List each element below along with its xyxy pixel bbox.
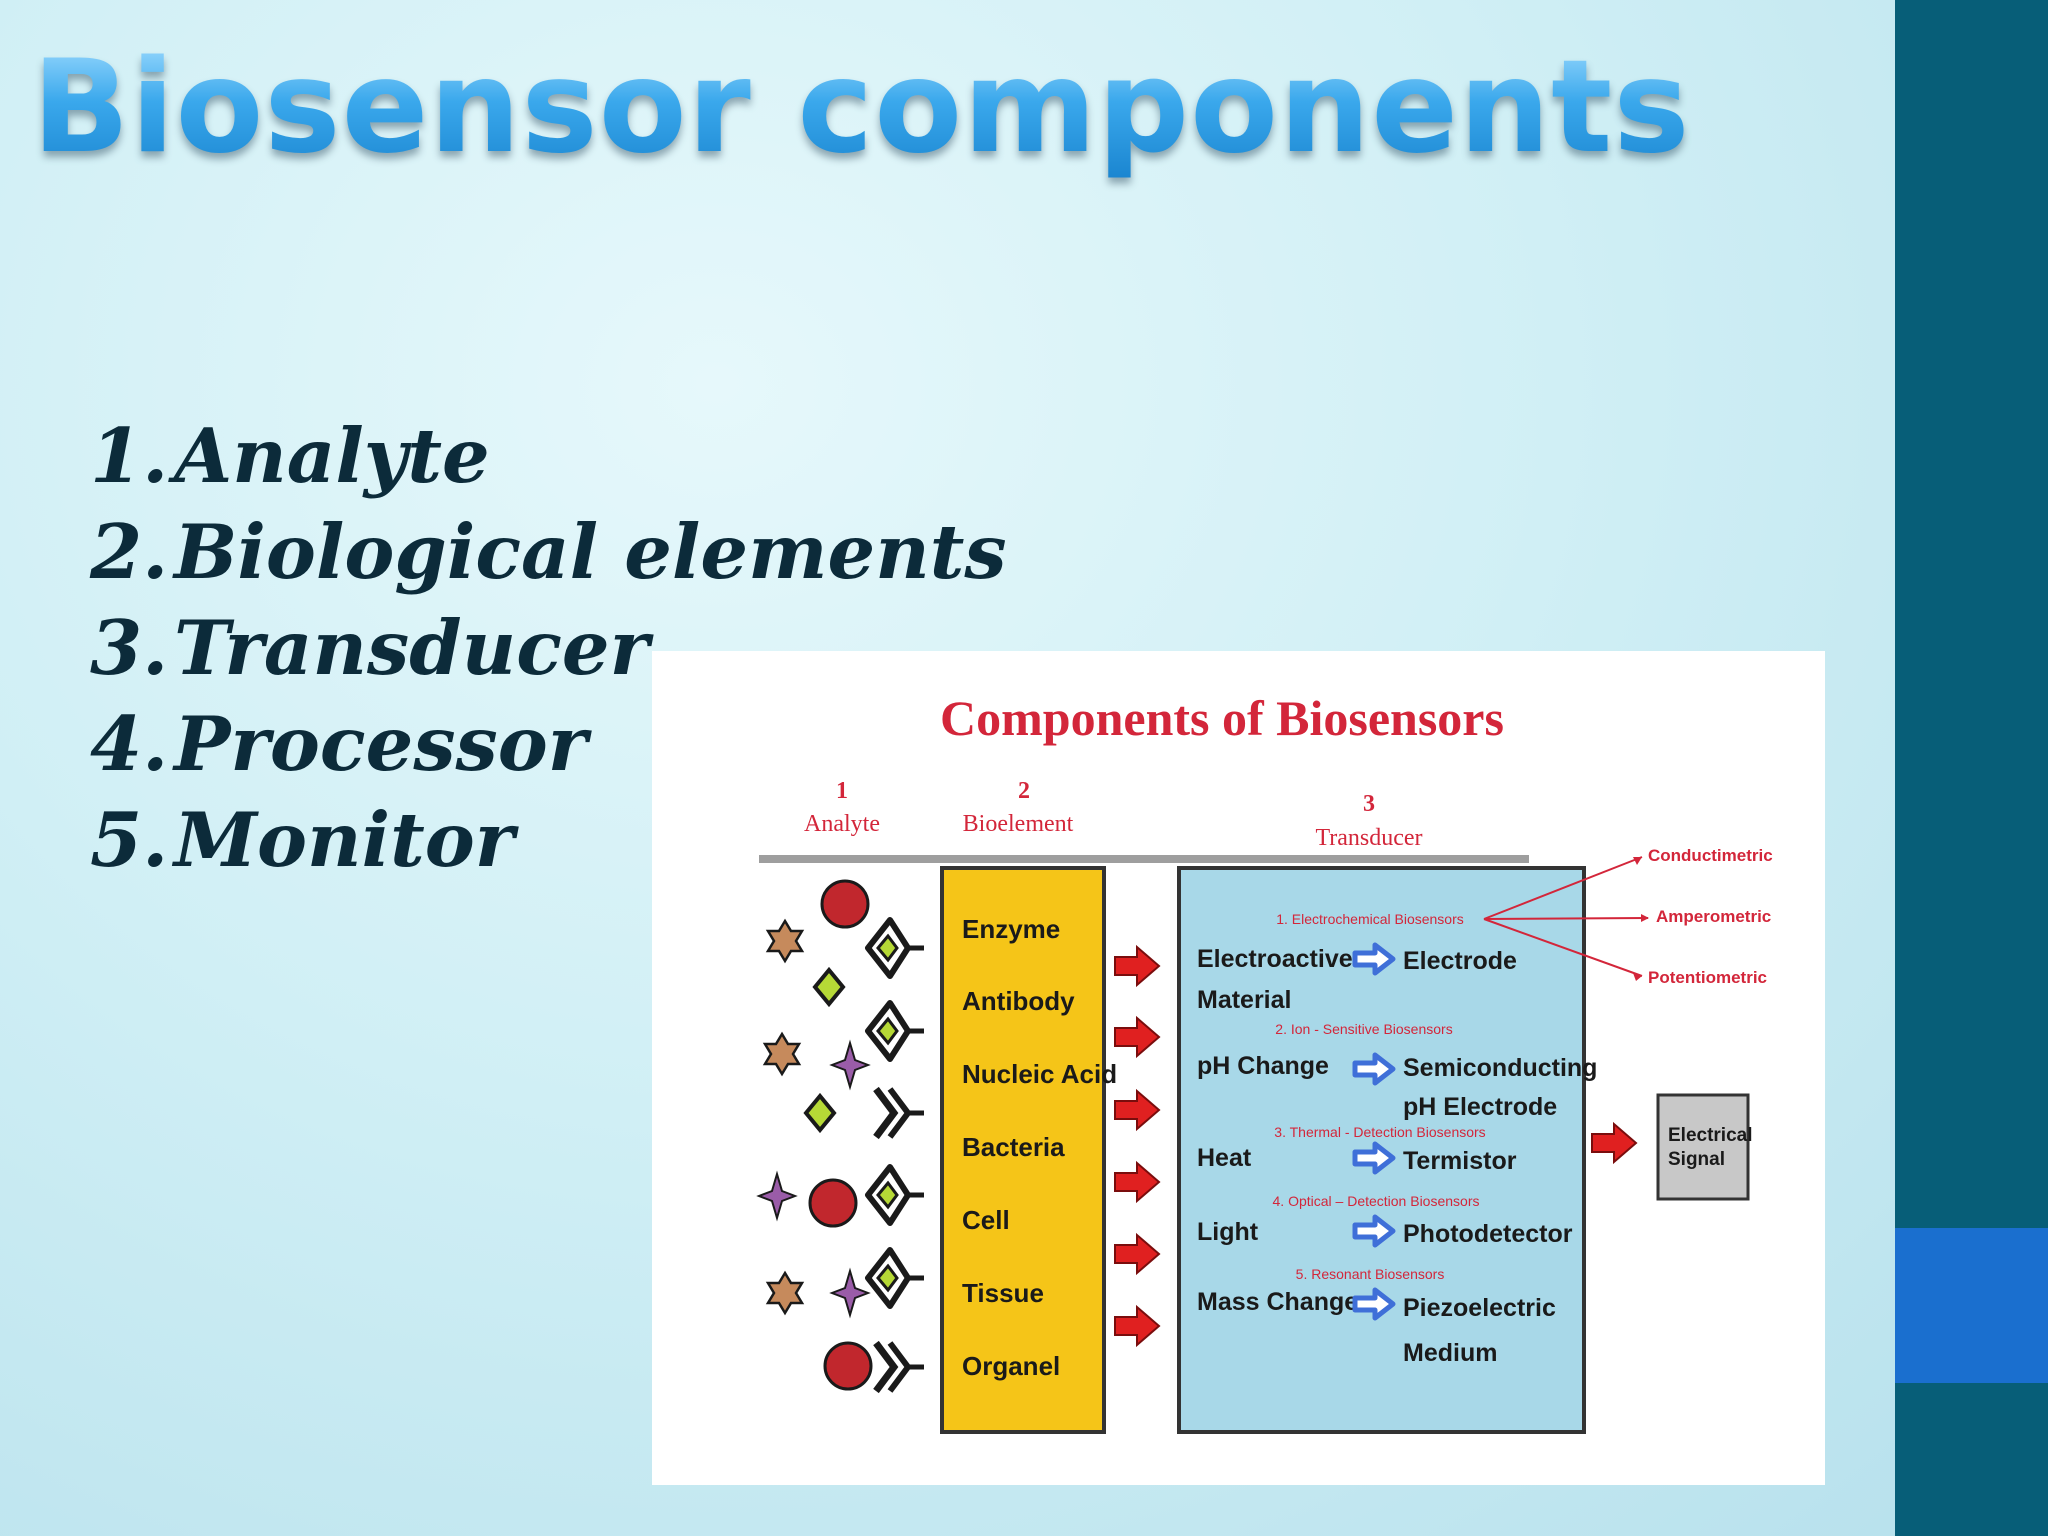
list-label: Processor xyxy=(174,700,588,788)
col2-label: Bioelement xyxy=(963,811,1074,837)
analyte-star4 xyxy=(831,1042,869,1088)
red-arrow-icon xyxy=(1114,946,1160,986)
analyte-circle xyxy=(820,879,870,929)
section-electrochemical: 1. Electrochemical Biosensors xyxy=(1276,911,1464,927)
input-label: pH Change xyxy=(1197,1052,1329,1080)
electrochemical-branches xyxy=(1483,856,1649,977)
list-item: 1.Analyte xyxy=(90,408,1007,504)
analyte-diamond xyxy=(813,968,845,1006)
red-arrow-icon xyxy=(1114,1090,1160,1130)
list-number: 5. xyxy=(90,796,169,884)
col1-label: Analyte xyxy=(804,811,880,837)
red-arrow-icon xyxy=(1114,1162,1160,1202)
analyte-shapes xyxy=(758,879,873,1391)
list-number: 4. xyxy=(90,700,169,788)
input-label: Material xyxy=(1197,986,1291,1014)
list-label: Analyte xyxy=(174,412,490,500)
output-label: Termistor xyxy=(1403,1147,1517,1175)
bioelement-label: Nucleic Acid xyxy=(962,1059,1117,1089)
biosensor-diagram-figure: Components of Biosensors 1 Analyte 2 Bio… xyxy=(652,651,1825,1485)
component-list: 1.Analyte 2.Biological elements 3.Transd… xyxy=(90,408,1007,888)
analyte-circle xyxy=(823,1341,873,1391)
electrochemical-type: Conductimetric xyxy=(1648,846,1773,865)
red-arrow-icon xyxy=(1114,1306,1160,1346)
electrochemical-type: Potentiometric xyxy=(1648,968,1767,987)
signal-label: Electrical xyxy=(1668,1125,1753,1146)
analyte-star xyxy=(763,1032,801,1076)
analyte-star xyxy=(766,1271,804,1315)
receptor xyxy=(868,1003,924,1059)
bioelement-box xyxy=(940,866,1106,1434)
red-arrow-icon xyxy=(1114,1234,1160,1274)
branch-arrowhead-icon xyxy=(1633,973,1642,981)
output-label: Electrode xyxy=(1403,947,1517,975)
list-number: 2. xyxy=(90,508,169,596)
section-optical: 4. Optical – Detection Biosensors xyxy=(1273,1193,1480,1209)
red-arrows xyxy=(1114,946,1160,1346)
right-accent-block xyxy=(1895,1228,2048,1383)
analyte-star4 xyxy=(758,1173,796,1219)
col1-number: 1 xyxy=(836,778,848,804)
col3-label: Transducer xyxy=(1315,825,1422,851)
list-item: 2.Biological elements xyxy=(90,504,1007,600)
receptor-empty xyxy=(876,1343,924,1391)
list-label: Biological elements xyxy=(174,508,1007,596)
list-item: 5.Monitor xyxy=(90,792,1007,888)
list-item: 3.Transducer xyxy=(90,600,1007,696)
col3-number: 3 xyxy=(1363,791,1375,817)
receptor xyxy=(868,1250,924,1306)
bioelement-label: Bacteria xyxy=(962,1132,1065,1162)
output-label: Medium xyxy=(1403,1339,1497,1367)
receptors xyxy=(868,920,924,1391)
analyte-diamond xyxy=(804,1094,836,1132)
input-label: Heat xyxy=(1197,1144,1252,1172)
biosensor-diagram: Components of Biosensors 1 Analyte 2 Bio… xyxy=(758,690,1773,1434)
analyte-circle xyxy=(808,1178,858,1228)
list-number: 3. xyxy=(90,604,169,692)
output-label: Semiconducting xyxy=(1403,1054,1597,1082)
section-thermal: 3. Thermal - Detection Biosensors xyxy=(1274,1124,1485,1140)
output-label: pH Electrode xyxy=(1403,1093,1557,1121)
electrical-signal-box xyxy=(1656,1093,1750,1201)
signal-label: Signal xyxy=(1668,1149,1725,1170)
bioelement-label: Enzyme xyxy=(962,914,1060,944)
bioelement-label: Cell xyxy=(962,1205,1010,1235)
input-label: Mass Change xyxy=(1197,1288,1358,1316)
analyte-star xyxy=(766,919,804,963)
output-arrow-icon xyxy=(1591,1123,1637,1163)
section-resonant: 5. Resonant Biosensors xyxy=(1296,1266,1445,1282)
receptor xyxy=(868,1167,924,1223)
analyte-star4 xyxy=(831,1270,869,1316)
col2-number: 2 xyxy=(1018,778,1030,804)
red-arrow-icon xyxy=(1114,1017,1160,1057)
list-label: Transducer xyxy=(174,604,650,692)
section-ion-sensitive: 2. Ion - Sensitive Biosensors xyxy=(1275,1021,1452,1037)
input-label: Electroactive xyxy=(1197,945,1353,973)
bioelement-label: Organel xyxy=(962,1351,1060,1381)
bioelement-label: Antibody xyxy=(962,986,1075,1016)
output-label: Photodetector xyxy=(1403,1220,1573,1248)
bioelement-label: Tissue xyxy=(962,1278,1044,1308)
electrochemical-type: Amperometric xyxy=(1656,907,1771,926)
diagram-title: Components of Biosensors xyxy=(940,690,1504,746)
slide-title: Biosensor components xyxy=(32,33,1691,182)
header-rule xyxy=(759,855,1529,863)
list-number: 1. xyxy=(90,412,169,500)
input-label: Light xyxy=(1197,1218,1259,1246)
list-label: Monitor xyxy=(174,796,515,884)
branch-arrowhead-icon xyxy=(1641,914,1649,922)
list-item: 4.Processor xyxy=(90,696,1007,792)
output-label: Piezoelectric xyxy=(1403,1294,1556,1322)
receptor-empty xyxy=(876,1089,924,1137)
receptor xyxy=(868,920,924,976)
branch-arrowhead-icon xyxy=(1633,857,1642,865)
